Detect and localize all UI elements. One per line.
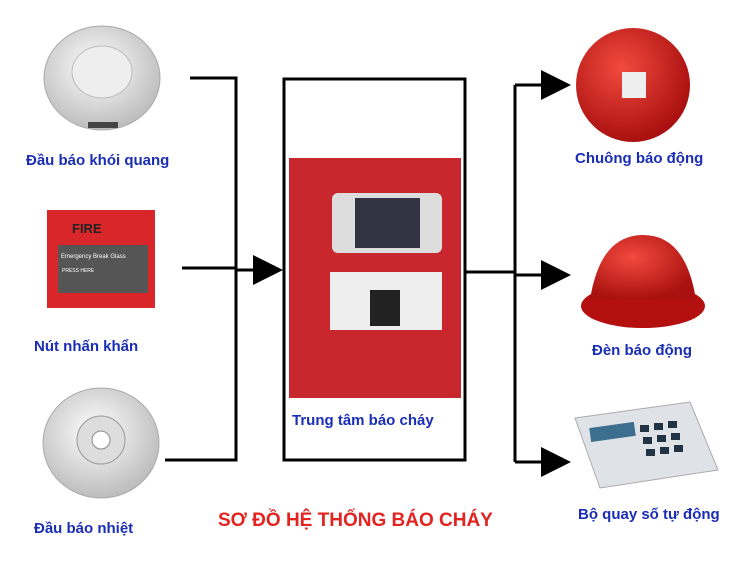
svg-text:PRESS HERE: PRESS HERE — [62, 268, 95, 274]
label-strobe-light: Đèn báo động — [592, 342, 692, 359]
label-heat-detector: Đầu báo nhiệt — [34, 520, 134, 537]
strobe-light-icon — [581, 235, 705, 328]
fire-alarm-control-panel-icon — [289, 158, 461, 398]
label-auto-dialer: Bộ quay số tự động — [578, 506, 720, 523]
smoke-detector-icon — [43, 25, 161, 131]
svg-text:FIRE: FIRE — [72, 221, 102, 236]
label-control-panel: Trung tâm báo cháy — [292, 412, 434, 429]
connector-lines — [165, 70, 571, 477]
heat-detector-icon — [42, 387, 160, 499]
diagram-title: SƠ ĐỒ HỆ THỐNG BÁO CHÁY — [218, 510, 493, 531]
alarm-bell-icon — [576, 28, 690, 142]
manual-call-point-icon: FIRE Emergency Break Glass PRESS HERE — [47, 210, 155, 308]
svg-text:Emergency Break Glass: Emergency Break Glass — [61, 254, 126, 260]
label-alarm-bell: Chuông báo động — [575, 150, 704, 167]
label-manual-call-point: Nút nhấn khẩn — [34, 338, 139, 355]
auto-dialer-icon — [574, 401, 719, 489]
label-smoke-detector: Đầu báo khói quang — [26, 152, 170, 169]
